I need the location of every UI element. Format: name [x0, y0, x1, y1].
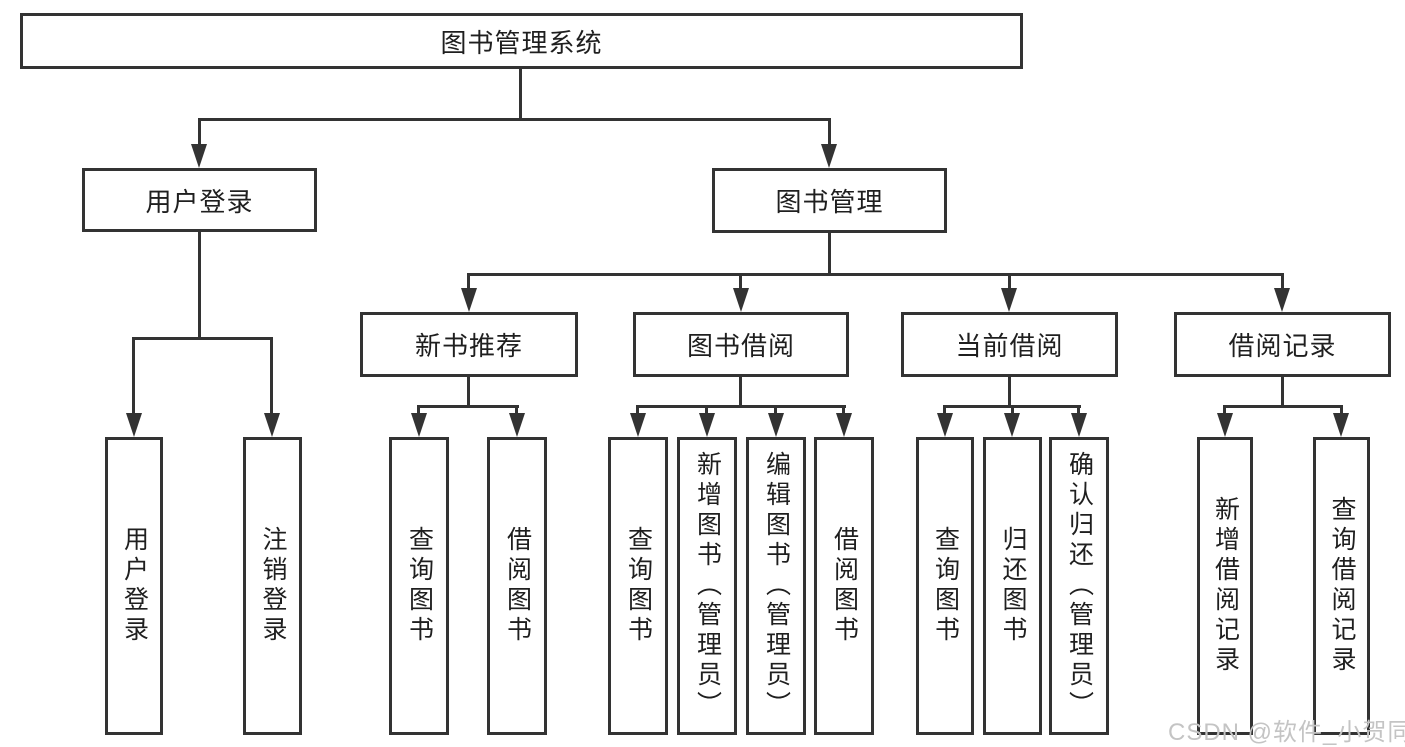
- user-login-branch-line: [132, 337, 273, 340]
- arrowhead-down-icon: [126, 413, 142, 437]
- leaf-logout-label: 注销登录: [259, 526, 287, 646]
- book-borrowing-stub-1: [636, 407, 639, 415]
- arrowhead-down-icon: [411, 413, 427, 437]
- arrowhead-down-icon: [1217, 413, 1233, 437]
- user-login-stem-line: [198, 232, 201, 340]
- user-login-stub-left: [132, 339, 135, 414]
- root-stem-line: [519, 69, 522, 121]
- book-borrowing-stub-2: [705, 407, 708, 415]
- arrowhead-down-icon: [836, 413, 852, 437]
- leaf-newbook-borrow-books: 借阅图书: [487, 437, 547, 735]
- leaf-add-book-admin-label: 新增图书（管理员）: [693, 451, 722, 721]
- book-management-stem-line: [828, 233, 831, 276]
- arrowhead-down-icon: [264, 413, 280, 437]
- arrowhead-down-icon: [1071, 413, 1087, 437]
- arrowhead-down-icon: [699, 413, 715, 437]
- leaf-current-query-books: 查询图书: [916, 437, 974, 735]
- node-book-management-label: 图书管理: [775, 187, 884, 217]
- book-borrowing-stem-line: [739, 377, 742, 408]
- arrowhead-down-icon: [821, 144, 837, 168]
- node-user-login-label: 用户登录: [145, 186, 254, 217]
- leaf-edit-book-admin-label: 编辑图书（管理员）: [762, 451, 791, 721]
- arrowhead-down-icon: [937, 413, 953, 437]
- new-book-branch-line: [417, 405, 519, 408]
- arrowhead-down-icon: [1274, 288, 1290, 312]
- level3-stub-3: [1008, 275, 1011, 290]
- book-borrowing-stub-3: [774, 407, 777, 415]
- arrowhead-down-icon: [191, 144, 207, 168]
- node-borrowing-records: 借阅记录: [1174, 312, 1391, 377]
- arrowhead-down-icon: [1004, 413, 1020, 437]
- leaf-user-login: 用户登录: [105, 437, 163, 735]
- level3-branch-line: [467, 273, 1284, 276]
- user-login-stub-right: [270, 339, 273, 414]
- node-new-book-recommend-label: 新书推荐: [414, 331, 523, 361]
- current-borrowing-stub-2: [1011, 407, 1014, 415]
- current-borrowing-stub-1: [943, 407, 946, 415]
- leaf-edit-book-admin: 编辑图书（管理员）: [746, 437, 806, 735]
- leaf-borrowing-borrow-books-label: 借阅图书: [830, 526, 859, 646]
- arrowhead-down-icon: [768, 413, 784, 437]
- leaf-newbook-borrow-books-label: 借阅图书: [503, 526, 532, 646]
- arrowhead-down-icon: [509, 413, 525, 437]
- node-book-management: 图书管理: [712, 168, 947, 233]
- node-borrowing-records-label: 借阅记录: [1228, 331, 1337, 361]
- level3-stub-1: [467, 275, 470, 290]
- current-borrowing-stub-3: [1077, 407, 1080, 415]
- leaf-query-borrow-record: 查询借阅记录: [1313, 437, 1370, 735]
- new-book-stem-line: [467, 377, 470, 408]
- leaf-borrowing-borrow-books: 借阅图书: [814, 437, 874, 735]
- leaf-borrowing-query-books-label: 查询图书: [624, 526, 653, 646]
- node-current-borrowing-label: 当前借阅: [955, 331, 1064, 361]
- arrowhead-down-icon: [1001, 288, 1017, 312]
- leaf-return-books-label: 归还图书: [999, 526, 1027, 646]
- csdn-watermark: CSDN @软件_小贺同学: [1168, 719, 1405, 746]
- level3-stub-2: [739, 275, 742, 290]
- book-borrowing-branch-line: [636, 405, 846, 408]
- level2-stub-right: [828, 120, 831, 146]
- borrowing-records-branch-line: [1223, 405, 1343, 408]
- leaf-confirm-return-admin-label: 确认归还（管理员）: [1065, 451, 1094, 721]
- borrowing-records-stub-1: [1223, 407, 1226, 415]
- node-current-borrowing: 当前借阅: [901, 312, 1118, 377]
- node-root-label: 图书管理系统: [440, 27, 603, 58]
- new-book-stub-1: [417, 407, 420, 415]
- leaf-newbook-query-books: 查询图书: [389, 437, 449, 735]
- leaf-logout: 注销登录: [243, 437, 302, 735]
- arrowhead-down-icon: [733, 288, 749, 312]
- arrowhead-down-icon: [461, 288, 477, 312]
- leaf-borrowing-query-books: 查询图书: [608, 437, 668, 735]
- leaf-return-books: 归还图书: [983, 437, 1042, 735]
- node-new-book-recommend: 新书推荐: [360, 312, 578, 377]
- new-book-stub-2: [515, 407, 518, 415]
- leaf-user-login-label: 用户登录: [120, 526, 149, 646]
- leaf-add-borrow-record-label: 新增借阅记录: [1211, 496, 1240, 676]
- node-book-borrowing-label: 图书借阅: [686, 331, 795, 361]
- node-root: 图书管理系统: [20, 13, 1023, 69]
- leaf-add-borrow-record: 新增借阅记录: [1197, 437, 1253, 735]
- borrowing-records-stem-line: [1281, 377, 1284, 408]
- level2-branch-line: [198, 118, 831, 121]
- level3-stub-4: [1281, 275, 1284, 290]
- arrowhead-down-icon: [1333, 413, 1349, 437]
- level2-stub-left: [198, 120, 201, 146]
- current-borrowing-stem-line: [1008, 377, 1011, 408]
- borrowing-records-stub-2: [1340, 407, 1343, 415]
- node-book-borrowing: 图书借阅: [633, 312, 849, 377]
- leaf-newbook-query-books-label: 查询图书: [405, 526, 434, 646]
- leaf-current-query-books-label: 查询图书: [931, 526, 960, 646]
- current-borrowing-branch-line: [943, 405, 1081, 408]
- book-borrowing-stub-4: [842, 407, 845, 415]
- node-user-login: 用户登录: [82, 168, 317, 232]
- arrowhead-down-icon: [630, 413, 646, 437]
- leaf-add-book-admin: 新增图书（管理员）: [677, 437, 737, 735]
- leaf-confirm-return-admin: 确认归还（管理员）: [1049, 437, 1109, 735]
- leaf-query-borrow-record-label: 查询借阅记录: [1328, 496, 1356, 676]
